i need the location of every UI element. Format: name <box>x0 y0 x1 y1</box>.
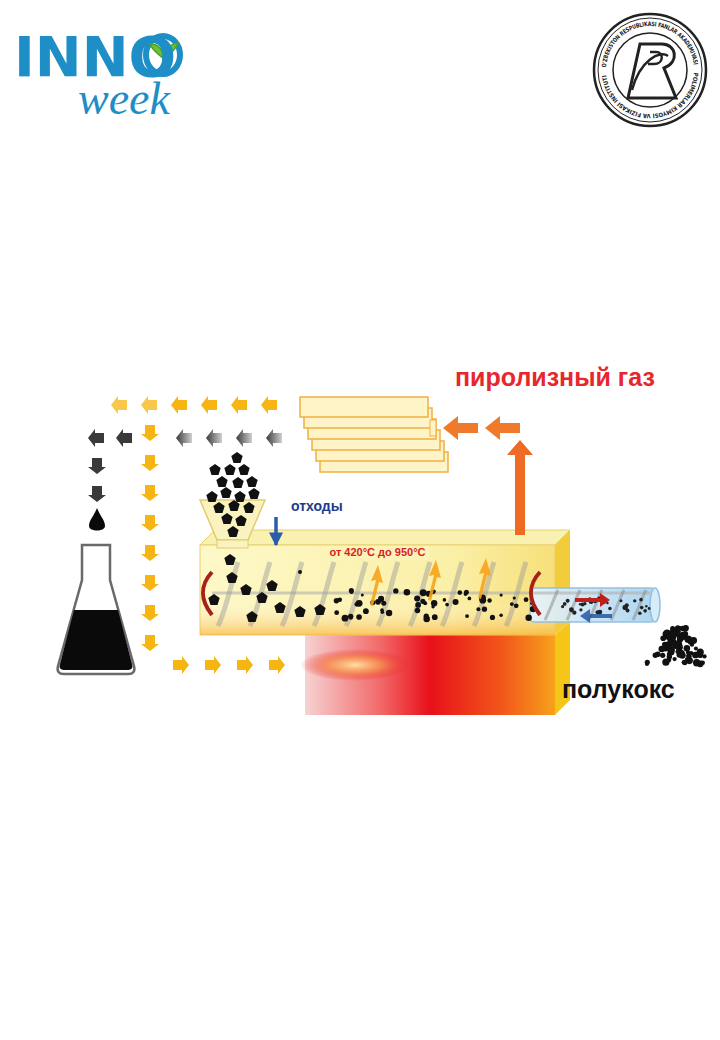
gas-flow-arrows <box>203 416 612 623</box>
waste-particles <box>206 452 706 667</box>
gas-label: пиролизный газ <box>455 364 655 392</box>
seal-text: POLIMERLAR KIMYOSI VA FIZIKASI INSTITUTI <box>600 73 700 121</box>
institute-seal: O'ZBEKISTON RESPUBLIKASI FANLAR AKADEMIY… <box>594 14 706 126</box>
feed-arrow <box>274 517 278 545</box>
oil-flask <box>58 508 135 674</box>
seal-text: O'ZBEKISTON RESPUBLIKASI FANLAR AKADEMIY… <box>600 20 700 68</box>
reactor-box: от 420°С до 950°С <box>200 545 555 635</box>
svg-text:O'ZBEKISTON RESPUBLIKASI FANLA: O'ZBEKISTON RESPUBLIKASI FANLAR AKADEMIY… <box>600 20 700 68</box>
logo-word: week <box>78 74 170 125</box>
condenser <box>300 397 448 472</box>
node-text: от 420°С до 950°С <box>326 546 428 560</box>
product-label: полукокс <box>562 676 675 704</box>
furnace <box>300 622 570 715</box>
feed-label-box: отходы <box>200 497 350 517</box>
feed-hopper <box>200 500 265 548</box>
reactor <box>200 530 570 635</box>
svg-text:POLIMERLAR KIMYOSI VA FIZIKASI: POLIMERLAR KIMYOSI VA FIZIKASI INSTITUTI <box>600 73 700 121</box>
node-text: отходы <box>288 498 346 516</box>
